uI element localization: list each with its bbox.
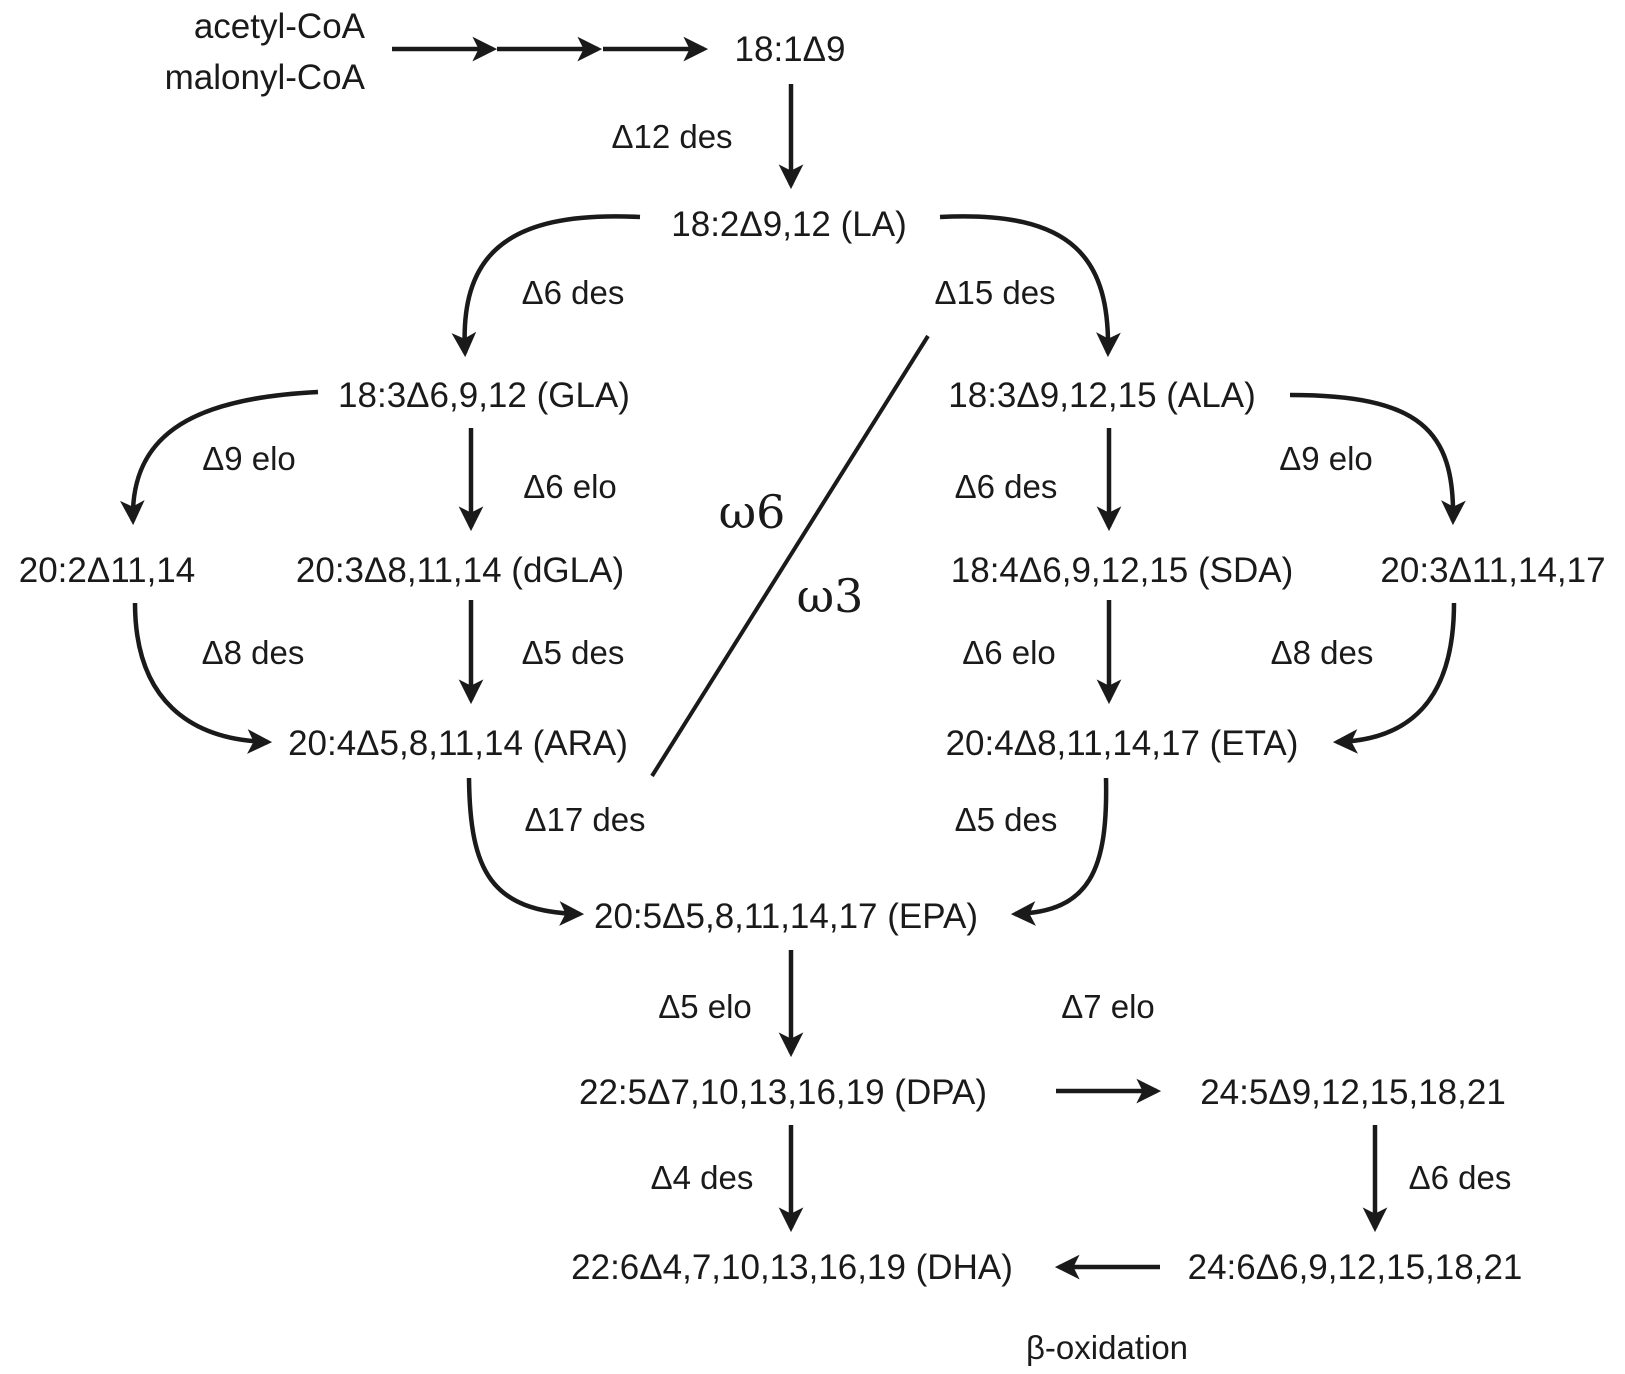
arrow-ara-to-epa [469, 778, 580, 914]
omega-divider-line [652, 336, 928, 776]
enzyme-d5-elo: Δ5 elo [658, 988, 752, 1025]
node-oleic-acid: 18:1Δ9 [735, 30, 846, 69]
enzyme-d5-des-left: Δ5 des [522, 634, 625, 671]
node-tha: 24:6Δ6,9,12,15,18,21 [1188, 1248, 1523, 1287]
enzyme-d9-elo-right: Δ9 elo [1279, 440, 1373, 477]
node-dgla: 20:3Δ8,11,14 (dGLA) [296, 551, 624, 590]
arrow-ete-to-eta [1337, 603, 1454, 742]
enzyme-d15-des: Δ15 des [934, 274, 1055, 311]
arrow-eda-to-ara [135, 603, 268, 742]
node-epa: 20:5Δ5,8,11,14,17 (EPA) [594, 897, 978, 936]
node-acetyl-coa: acetyl-CoA [194, 7, 366, 46]
node-la: 18:2Δ9,12 (LA) [671, 205, 906, 244]
node-sda: 18:4Δ6,9,12,15 (SDA) [951, 551, 1293, 590]
enzyme-d6-des-left: Δ6 des [522, 274, 625, 311]
node-dpa: 22:5Δ7,10,13,16,19 (DPA) [579, 1073, 987, 1112]
enzyme-d7-elo: Δ7 elo [1061, 988, 1155, 1025]
enzyme-d8-des-left: Δ8 des [202, 634, 305, 671]
node-tpa: 24:5Δ9,12,15,18,21 [1200, 1073, 1506, 1112]
enzyme-d5-des-right: Δ5 des [955, 801, 1058, 838]
arrow-eta-to-epa [1015, 778, 1106, 914]
omega6-label: ω6 [719, 485, 786, 539]
node-gla: 18:3Δ6,9,12 (GLA) [338, 376, 630, 415]
node-malonyl-coa: malonyl-CoA [165, 58, 366, 97]
enzyme-d6-des-bottom: Δ6 des [1409, 1159, 1512, 1196]
enzyme-d4-des: Δ4 des [651, 1159, 754, 1196]
enzyme-d9-elo-left: Δ9 elo [202, 440, 296, 477]
enzyme-d12-des: Δ12 des [611, 118, 732, 155]
node-eda: 20:2Δ11,14 [19, 551, 196, 590]
node-ara: 20:4Δ5,8,11,14 (ARA) [288, 724, 628, 763]
enzyme-d6-elo-right: Δ6 elo [962, 634, 1056, 671]
node-ala: 18:3Δ9,12,15 (ALA) [948, 376, 1255, 415]
node-eta: 20:4Δ8,11,14,17 (ETA) [946, 724, 1299, 763]
omega3-label: ω3 [797, 569, 864, 623]
node-dha: 22:6Δ4,7,10,13,16,19 (DHA) [571, 1248, 1013, 1287]
enzyme-d17-des: Δ17 des [524, 801, 645, 838]
enzyme-d8-des-right: Δ8 des [1271, 634, 1374, 671]
node-ete: 20:3Δ11,14,17 [1380, 551, 1605, 590]
enzyme-d6-elo-left: Δ6 elo [523, 468, 617, 505]
enzyme-d6-des-right: Δ6 des [955, 468, 1058, 505]
beta-oxidation-label: β-oxidation [1026, 1329, 1188, 1366]
